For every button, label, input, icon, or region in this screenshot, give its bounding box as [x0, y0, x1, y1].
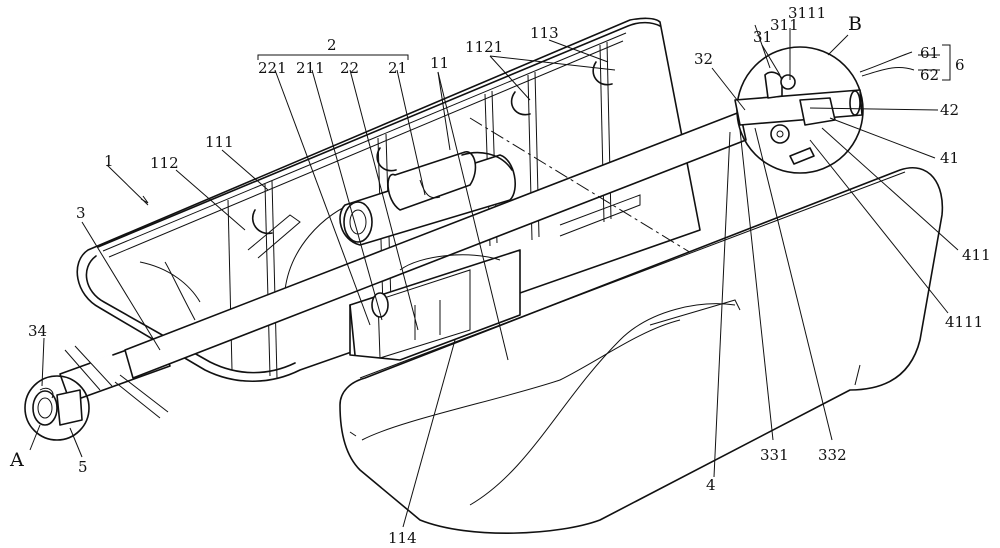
label-42: 42 [940, 101, 959, 119]
reference-labels: 1 2 3 4 5 6 11 21 22 31 32 34 41 42 61 6… [9, 4, 991, 547]
label-5: 5 [78, 458, 88, 476]
label-34: 34 [28, 322, 47, 340]
label-3111: 3111 [788, 4, 826, 22]
upper-housing-shell [76, 17, 701, 382]
detail-circle-b [734, 46, 915, 174]
label-1121: 1121 [465, 38, 503, 56]
label-4111: 4111 [945, 313, 983, 331]
label-112: 112 [150, 154, 179, 172]
label-32: 32 [694, 50, 713, 68]
cylinder-holder [339, 151, 516, 246]
detail-label-a: A [9, 449, 24, 471]
label-331: 331 [760, 446, 789, 464]
label-11: 11 [430, 54, 449, 72]
label-31: 31 [753, 28, 772, 46]
label-3: 3 [76, 204, 86, 222]
label-1: 1 [104, 152, 114, 170]
label-113: 113 [530, 24, 559, 42]
label-2: 2 [327, 36, 337, 54]
label-114: 114 [388, 529, 417, 547]
label-61: 61 [920, 44, 939, 62]
detail-label-b: B [848, 13, 862, 35]
long-rod [59, 111, 761, 419]
label-62: 62 [920, 66, 939, 84]
label-22: 22 [340, 59, 359, 77]
label-4: 4 [706, 476, 716, 494]
leader-lines [29, 24, 959, 528]
label-6: 6 [955, 56, 965, 74]
label-111: 111 [205, 133, 234, 151]
label-41: 41 [940, 149, 959, 167]
label-411: 411 [962, 246, 991, 264]
lower-housing-shell [339, 167, 944, 534]
label-221: 221 [258, 59, 287, 77]
detail-circle-a [24, 375, 90, 441]
label-21: 21 [388, 59, 407, 77]
label-332: 332 [818, 446, 847, 464]
label-311: 311 [770, 16, 799, 34]
label-211: 211 [296, 59, 325, 77]
